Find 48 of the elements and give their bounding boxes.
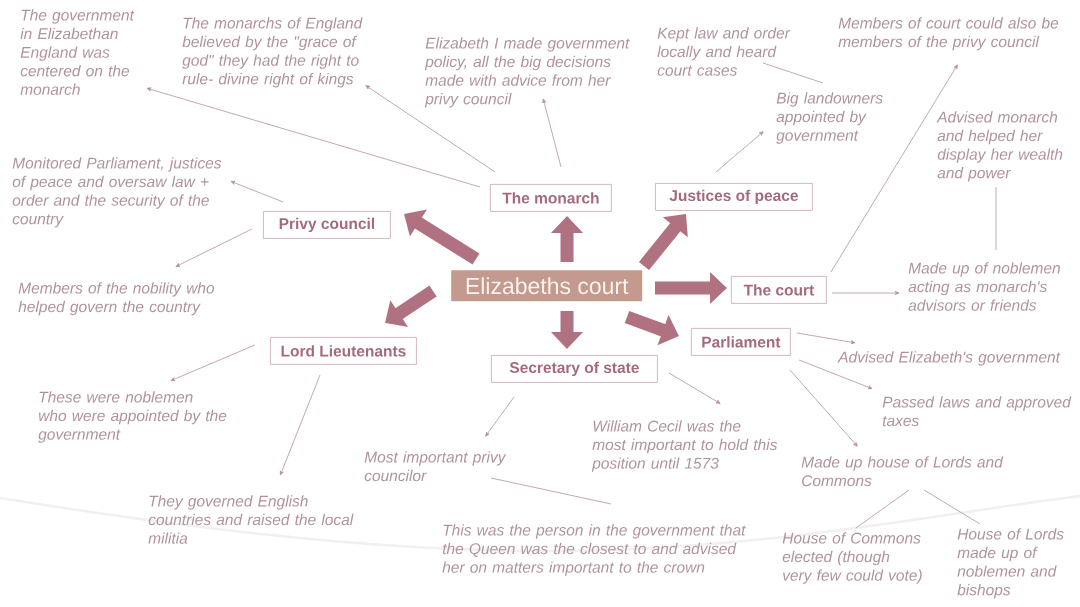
central-box: Elizabeths court	[451, 270, 643, 302]
arrow	[796, 332, 856, 345]
note-text: Kept law and order locally and heard court cases	[657, 27, 791, 76]
connector-line	[490, 477, 612, 505]
arrow	[175, 228, 253, 267]
connector-line	[762, 62, 824, 84]
topic-box: Parliament	[691, 328, 791, 356]
note-text: This was the person in the government that the Queen was the closest to and advised her on matters important to the crown	[442, 524, 746, 576]
topic-box: Justices of peace	[655, 183, 813, 211]
arrow	[279, 374, 321, 476]
note-text: Most important privy councilor	[364, 451, 507, 482]
note-text: These were noblemen who were appointed by the government	[38, 391, 227, 443]
topic-box: Privy council	[263, 211, 391, 239]
connector-line	[923, 489, 981, 525]
note-text: House of Lords made up of noblemen and bishops	[957, 528, 1064, 599]
arrow	[230, 180, 284, 203]
note-text: Made up of noblemen acting as monarch's advisors or friends	[908, 262, 1060, 311]
arrow	[831, 291, 900, 295]
arrow	[365, 85, 496, 173]
note-text: Advised monarch and helped her display her wealth and power	[936, 111, 1063, 182]
note-text: Monitored Parliament, justices of peace and oversaw law + order and the security of the country	[12, 157, 222, 228]
note-text: Elizabeth I made government policy, all the big decisions made with advice from her privy council	[424, 37, 630, 108]
topic-box: The monarch	[490, 184, 612, 212]
arrow	[789, 369, 858, 447]
note-text: The government in Elizabethan England was centered on the monarch	[20, 9, 135, 95]
arrow	[542, 98, 562, 168]
note-text: Passed laws and approved taxes	[882, 396, 1072, 427]
note-text: House of Commons elected (though very few could vote)	[782, 532, 922, 584]
note-text: They governed English countries and raised the local militia	[148, 495, 354, 544]
arrow	[798, 359, 873, 390]
note-text: The monarchs of England believed by the "grace of god" they had the right to rule- divine right of kings	[182, 17, 363, 88]
topic-box: Lord Lieutenants	[270, 337, 417, 365]
note-text: Members of the nobility who helped govern the country	[18, 282, 215, 316]
topic-box: The court	[731, 276, 827, 304]
arrow	[485, 396, 515, 437]
note-text: Big landowners appointed by government	[776, 92, 883, 144]
arrow	[146, 87, 481, 188]
note-text: William Cecil was the most important to hold this position until 1573	[591, 420, 778, 472]
connector-line	[995, 186, 997, 251]
note-text: Advised Elizabeth's government	[837, 351, 1061, 366]
arrow	[715, 131, 764, 173]
note-text: Made up house of Lords and Commons	[801, 456, 1004, 487]
arrow	[170, 344, 256, 381]
topic-box: Secretary of state	[491, 355, 658, 383]
arrow	[668, 372, 721, 404]
connector-line	[855, 489, 910, 529]
arrow	[830, 64, 958, 273]
note-text: Members of court could also be members of the privy council	[838, 17, 1059, 51]
